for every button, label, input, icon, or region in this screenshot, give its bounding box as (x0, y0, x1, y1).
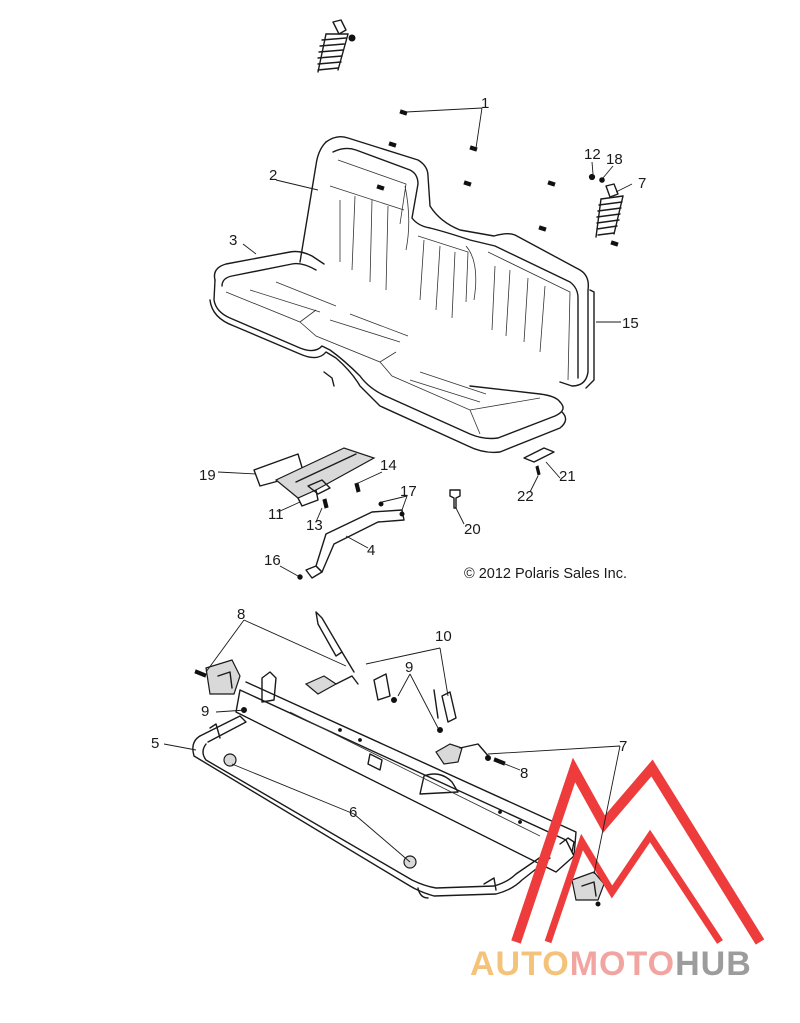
callout-11: 11 (268, 506, 284, 523)
callout-19: 19 (199, 467, 216, 484)
callout-8a: 8 (237, 606, 245, 623)
callout-7b: 7 (619, 738, 627, 755)
seat-belt-assembly (194, 611, 506, 766)
callout-9a: 9 (405, 659, 413, 676)
callout-7a: 7 (638, 175, 646, 192)
watermark-hub: HUB (675, 945, 752, 983)
callout-16: 16 (264, 552, 281, 569)
watermark-logo: AUTOMOTOHUB (470, 757, 765, 983)
callout-1: 1 (481, 95, 489, 112)
watermark-moto: MOTO (570, 945, 675, 983)
callout-8b: 8 (520, 765, 528, 782)
callout-13: 13 (306, 517, 323, 534)
callout-12: 12 (584, 146, 601, 163)
leader-lines (163, 107, 633, 875)
callout-4: 4 (367, 542, 375, 559)
callout-15: 15 (622, 315, 639, 332)
callout-3: 3 (229, 232, 237, 249)
callouts: 1 2 3 12 18 7 15 19 14 17 11 13 4 16 20 … (151, 95, 646, 821)
fasteners-screws (376, 109, 619, 247)
push-pin (449, 489, 461, 509)
callout-22: 22 (517, 488, 534, 505)
callout-17: 17 (400, 483, 417, 500)
callout-21: 21 (559, 468, 576, 485)
bucket-right (571, 871, 605, 907)
spring-top (317, 19, 356, 73)
seat-strap-bracket (297, 501, 405, 580)
seat-back-frame (585, 289, 595, 389)
spring-right (595, 183, 624, 238)
callout-14: 14 (380, 457, 397, 474)
latch-plate (523, 447, 555, 476)
watermark-text: AUTOMOTOHUB (470, 945, 752, 983)
callout-10: 10 (435, 628, 452, 645)
callout-6: 6 (349, 804, 357, 821)
copyright-notice: © 2012 Polaris Sales Inc. (464, 566, 627, 582)
callout-2: 2 (269, 167, 277, 184)
callout-20: 20 (464, 521, 481, 538)
seat-frame (192, 715, 551, 899)
watermark-auto: AUTO (470, 945, 570, 983)
callout-18: 18 (606, 151, 623, 168)
seat-bracket-assembly (253, 447, 376, 509)
seat-back (299, 135, 590, 387)
callout-9b: 9 (201, 703, 209, 720)
seat-crossbar (235, 671, 577, 873)
seat-bottom (209, 250, 567, 454)
bucket-left (205, 659, 241, 695)
callout-5: 5 (151, 735, 159, 752)
